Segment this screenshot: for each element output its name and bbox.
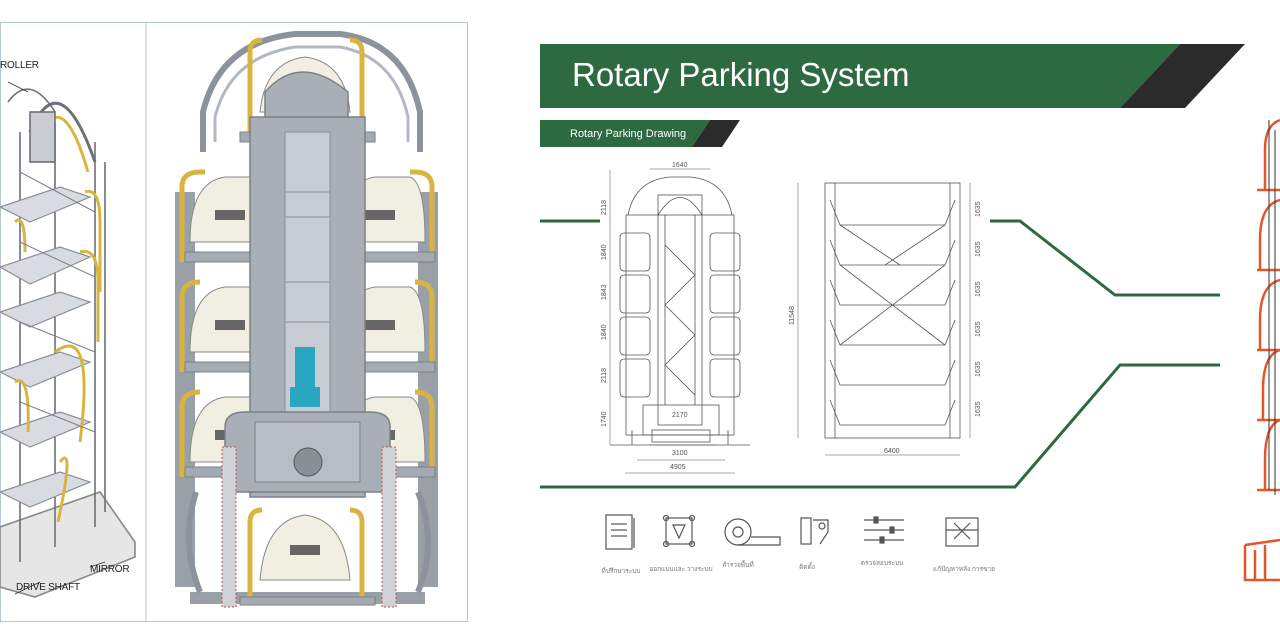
- side-elevation: [797, 182, 971, 456]
- mirror-label: MIRROR: [90, 564, 130, 575]
- side-dim-5: 1635: [975, 361, 982, 377]
- dim-bottom-inner: 2170: [672, 412, 688, 419]
- side-dim-bottom: 6400: [884, 448, 900, 455]
- banner-dark-stripe: [1120, 44, 1245, 108]
- side-dim-4: 1635: [975, 321, 982, 337]
- icon-caption-1: ที่ปรึกษาระบบ: [601, 568, 641, 575]
- technical-drawing: 1640 2118 1840 1843 1840 2118 1740 2170 …: [540, 162, 1220, 489]
- dim-left-3: 1843: [601, 284, 608, 300]
- icon-caption-6: แก้ปัญหาหลัง การขาย: [933, 566, 995, 573]
- dim-bottom-mid: 3100: [672, 450, 688, 457]
- design-icon: [662, 514, 696, 548]
- tape-measure-icon: [724, 518, 781, 546]
- icon-caption-4: ติดตั้ง: [799, 564, 815, 571]
- drive-shaft-label: DRIVE SHAFT: [16, 582, 80, 593]
- connector-lines: [540, 219, 1220, 489]
- dim-bottom-outer: 4905: [670, 464, 686, 471]
- illustration-panel: [0, 22, 468, 622]
- dim-top: 1640: [672, 162, 688, 169]
- roller-label: ROLLER: [0, 60, 39, 71]
- isometric-structure: [0, 81, 136, 598]
- icon-caption-5: ตรวจสอบระบบ: [860, 560, 904, 567]
- icon-caption-2: ออกแบบและ วางระบบ: [649, 566, 713, 573]
- install-tools-icon: [800, 517, 829, 545]
- banner-graphics: [540, 44, 1245, 147]
- side-dim-3: 1635: [975, 281, 982, 297]
- dim-left-6: 1740: [601, 411, 608, 427]
- banner-green-bar: [540, 44, 1180, 108]
- drawing-subtitle: Rotary Parking Drawing: [570, 128, 687, 140]
- orange-rotary-frame: [1243, 118, 1280, 582]
- dim-left-4: 1840: [601, 324, 608, 340]
- subtitle-dark-stripe: [692, 120, 740, 147]
- side-dim-2: 1635: [975, 241, 982, 257]
- dim-left-2: 1840: [601, 244, 608, 260]
- drive-motor: [295, 347, 315, 392]
- front-elevation: [609, 168, 750, 474]
- icon-caption-3: สำรวจพื้นที่: [722, 562, 754, 569]
- document-icon: [605, 514, 635, 550]
- side-dim-height: 11548: [789, 306, 796, 325]
- side-dim-6: 1635: [975, 401, 982, 417]
- toolbox-icon: [945, 517, 979, 547]
- rotary-parking-3d-illustration: [0, 22, 468, 622]
- side-dim-1: 1635: [975, 201, 982, 217]
- page-title: Rotary Parking System: [572, 56, 910, 93]
- front-view-structure: [175, 31, 438, 608]
- subtitle-green-bar: [540, 120, 710, 147]
- sliders-icon: [864, 516, 904, 544]
- service-icons: [605, 514, 979, 550]
- dim-left-1: 2118: [601, 200, 608, 215]
- dim-left-5: 2118: [601, 368, 608, 383]
